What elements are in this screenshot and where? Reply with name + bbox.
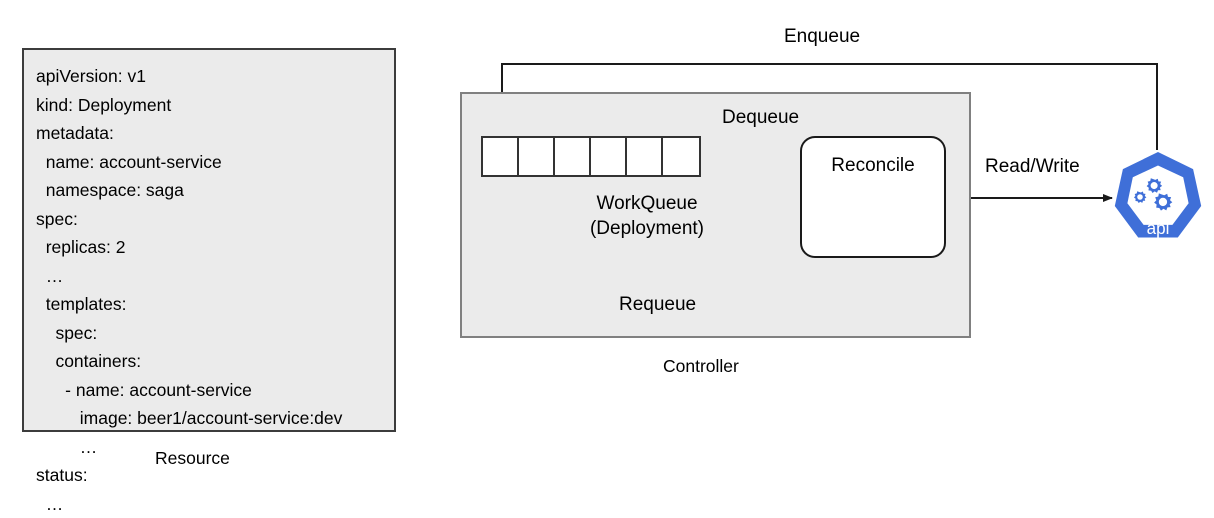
enqueue-label: Enqueue: [784, 26, 861, 47]
reconcile-label: Reconcile: [831, 155, 915, 176]
workqueue-cell[interactable]: [483, 138, 519, 175]
reconcile-box[interactable]: Reconcile: [800, 136, 946, 258]
workqueue-cell[interactable]: [627, 138, 663, 175]
requeue-label: Requeue: [619, 294, 697, 315]
workqueue-cell[interactable]: [663, 138, 699, 175]
workqueue-cell[interactable]: [555, 138, 591, 175]
resource-caption: Resource: [155, 448, 230, 468]
api-logo-text: api: [1147, 219, 1170, 238]
workqueue-cell[interactable]: [519, 138, 555, 175]
dequeue-label: Dequeue: [722, 107, 800, 128]
resource-yaml-text: apiVersion: v1 kind: Deployment metadata…: [36, 66, 343, 514]
resource-yaml-panel: apiVersion: v1 kind: Deployment metadata…: [22, 48, 396, 514]
workqueue-label: WorkQueue (Deployment): [589, 193, 705, 239]
workqueue-cell[interactable]: [591, 138, 627, 175]
workqueue: [481, 136, 701, 177]
controller-caption: Controller: [663, 356, 739, 376]
kubernetes-api-icon: api: [1114, 152, 1202, 238]
read-write-label: Read/Write: [985, 156, 1080, 177]
